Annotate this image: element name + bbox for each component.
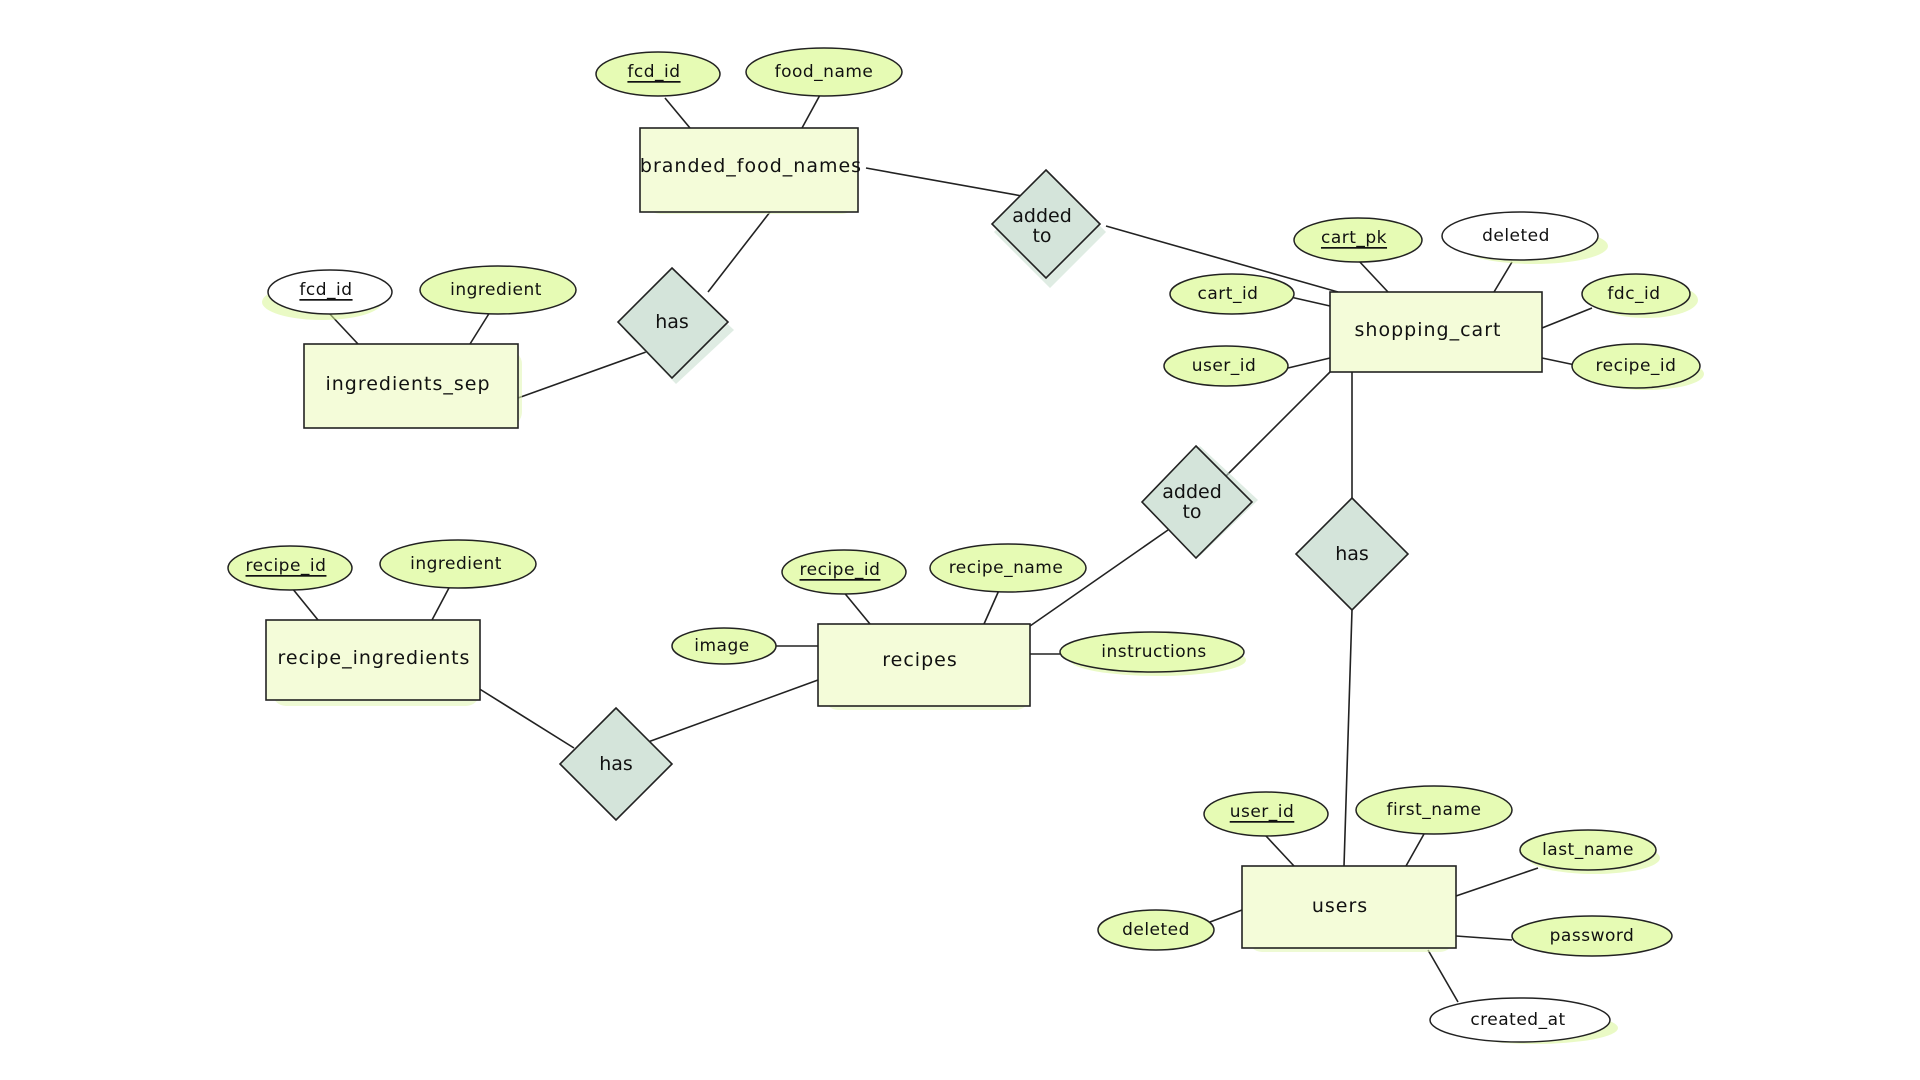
entity-recipes[interactable]: recipes <box>817 623 1031 710</box>
attribute-label: user_id <box>1192 356 1257 376</box>
relationship-label: has <box>1335 543 1369 565</box>
attribute-u-deleted[interactable]: deleted <box>1097 909 1215 951</box>
attribute-label: ingredient <box>410 554 502 574</box>
relationship-recipes-has-ingredients[interactable]: has <box>558 706 674 822</box>
relationship-label-line1: added <box>1162 481 1222 503</box>
attribute-sc-fdc-id[interactable]: fdc_id <box>1581 273 1698 318</box>
attribute-label: created_at <box>1470 1010 1565 1030</box>
attribute-u-created-at[interactable]: created_at <box>1429 997 1618 1044</box>
attribute-sc-cart-id[interactable]: cart_id <box>1169 273 1295 315</box>
relationship-label-line1: added <box>1012 205 1072 227</box>
relationship-label: has <box>599 753 633 775</box>
relationship-label: has <box>655 311 689 333</box>
relationship-recipes-added-to-cart[interactable]: added to <box>1140 444 1258 560</box>
attribute-is-ingredient[interactable]: ingredient <box>419 265 577 315</box>
attribute-label: cart_id <box>1198 284 1259 304</box>
attribute-u-password[interactable]: password <box>1511 915 1673 957</box>
relationship-label-line2: to <box>1182 501 1201 523</box>
entity-label: shopping_cart <box>1355 319 1502 341</box>
attribute-label: ingredient <box>450 280 542 300</box>
attribute-ri-ingredient[interactable]: ingredient <box>379 539 537 589</box>
attribute-label: recipe_name <box>949 558 1064 578</box>
entity-label: branded_food_names <box>640 155 862 177</box>
attribute-is-fcd-id[interactable]: fcd_id <box>262 269 393 320</box>
attribute-label: fcd_id <box>627 62 680 82</box>
attribute-sc-user-id[interactable]: user_id <box>1163 345 1289 387</box>
attribute-u-user-id[interactable]: user_id <box>1203 791 1329 837</box>
entity-recipe-ingredients[interactable]: recipe_ingredients <box>265 619 481 706</box>
attribute-label: food_name <box>775 62 874 82</box>
attribute-label: user_id <box>1230 802 1295 822</box>
attribute-label: fcd_id <box>299 280 352 300</box>
relationship-label-line2: to <box>1032 225 1051 247</box>
connectors <box>291 94 1593 1003</box>
attribute-u-first-name[interactable]: first_name <box>1355 785 1513 835</box>
attribute-bfn-fcd-id[interactable]: fcd_id <box>595 51 721 97</box>
attribute-u-last-name[interactable]: last_name <box>1519 829 1660 874</box>
attribute-label: deleted <box>1122 920 1190 940</box>
entity-label: recipes <box>882 649 957 671</box>
entity-label: ingredients_sep <box>325 373 490 395</box>
attribute-label: fdc_id <box>1607 284 1660 304</box>
attribute-label: recipe_id <box>1596 356 1677 376</box>
entity-users[interactable]: users <box>1241 865 1457 952</box>
entity-label: users <box>1312 895 1368 917</box>
attribute-sc-cart-pk[interactable]: cart_pk <box>1293 217 1423 263</box>
attribute-sc-recipe-id[interactable]: recipe_id <box>1571 343 1704 390</box>
attribute-ri-recipe-id[interactable]: recipe_id <box>227 545 353 591</box>
relationship-cart-has-users[interactable]: has <box>1294 496 1410 612</box>
attribute-sc-deleted[interactable]: deleted <box>1441 211 1608 264</box>
attribute-r-instructions[interactable]: instructions <box>1059 631 1246 676</box>
attribute-bfn-food-name[interactable]: food_name <box>745 47 903 97</box>
relationship-bfn-added-to-cart[interactable]: added to <box>990 168 1106 288</box>
entity-label: recipe_ingredients <box>278 647 471 669</box>
attribute-label: deleted <box>1482 226 1550 246</box>
attribute-label: password <box>1550 926 1635 946</box>
attribute-label: recipe_id <box>800 560 881 580</box>
attribute-r-recipe-name[interactable]: recipe_name <box>929 543 1087 593</box>
relationship-bfn-has-ingredients[interactable]: has <box>616 266 734 384</box>
entity-shopping-cart[interactable]: shopping_cart <box>1329 291 1543 373</box>
attribute-r-image[interactable]: image <box>671 627 777 665</box>
attribute-label: first_name <box>1387 800 1482 820</box>
attribute-label: recipe_id <box>246 556 327 576</box>
attribute-label: cart_pk <box>1321 228 1387 248</box>
entity-ingredients-sep[interactable]: ingredients_sep <box>303 343 522 429</box>
attribute-label: last_name <box>1542 840 1634 860</box>
attribute-label: image <box>694 636 749 656</box>
attribute-r-recipe-id[interactable]: recipe_id <box>781 549 907 595</box>
entity-branded-food-names[interactable]: branded_food_names <box>639 127 862 214</box>
attribute-label: instructions <box>1101 642 1207 662</box>
